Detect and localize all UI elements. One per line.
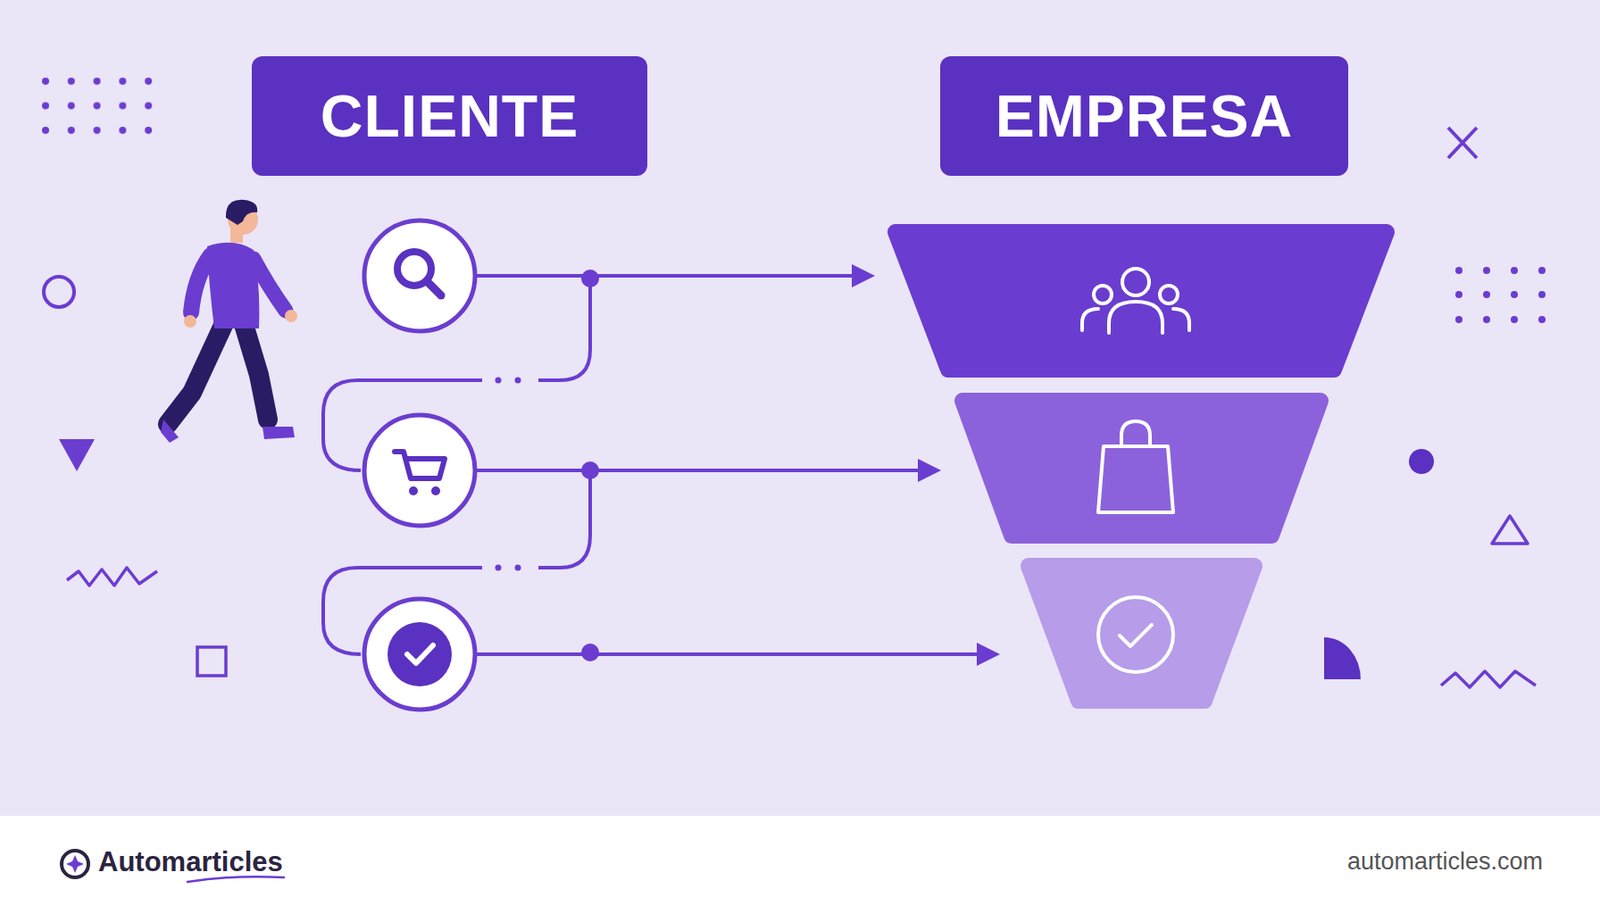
funnel-icons <box>1082 268 1190 673</box>
square-mark <box>197 647 226 676</box>
triangle-mark <box>58 439 95 472</box>
title-box: CLIENTE <box>251 56 648 176</box>
funnel-band <box>1028 566 1255 701</box>
funnel <box>895 232 1387 701</box>
zigzag-mark <box>1441 671 1536 688</box>
done-step <box>364 599 475 710</box>
quarter-mark <box>1324 637 1361 680</box>
cross-mark <box>1448 127 1477 159</box>
footer-band <box>0 816 1600 914</box>
dot-grid <box>1455 266 1546 324</box>
dot-grid <box>40 75 157 139</box>
zigzag-mark <box>66 567 158 586</box>
brand-name: Automarticles <box>98 846 284 879</box>
ring-mark <box>43 276 75 308</box>
funnel-band <box>895 232 1387 370</box>
triangle-mark <box>1491 516 1528 544</box>
box-title: EMPRESA <box>995 82 1293 150</box>
cart-step <box>364 415 475 526</box>
background <box>0 0 1600 817</box>
search-step <box>364 220 475 332</box>
walking-person <box>160 200 298 443</box>
box-title: CLIENTE <box>320 82 579 150</box>
funnel-band <box>962 400 1321 536</box>
title-box: EMPRESA <box>940 56 1349 176</box>
dot-mark <box>1408 449 1434 475</box>
site-url: automarticles.com <box>1347 848 1543 876</box>
